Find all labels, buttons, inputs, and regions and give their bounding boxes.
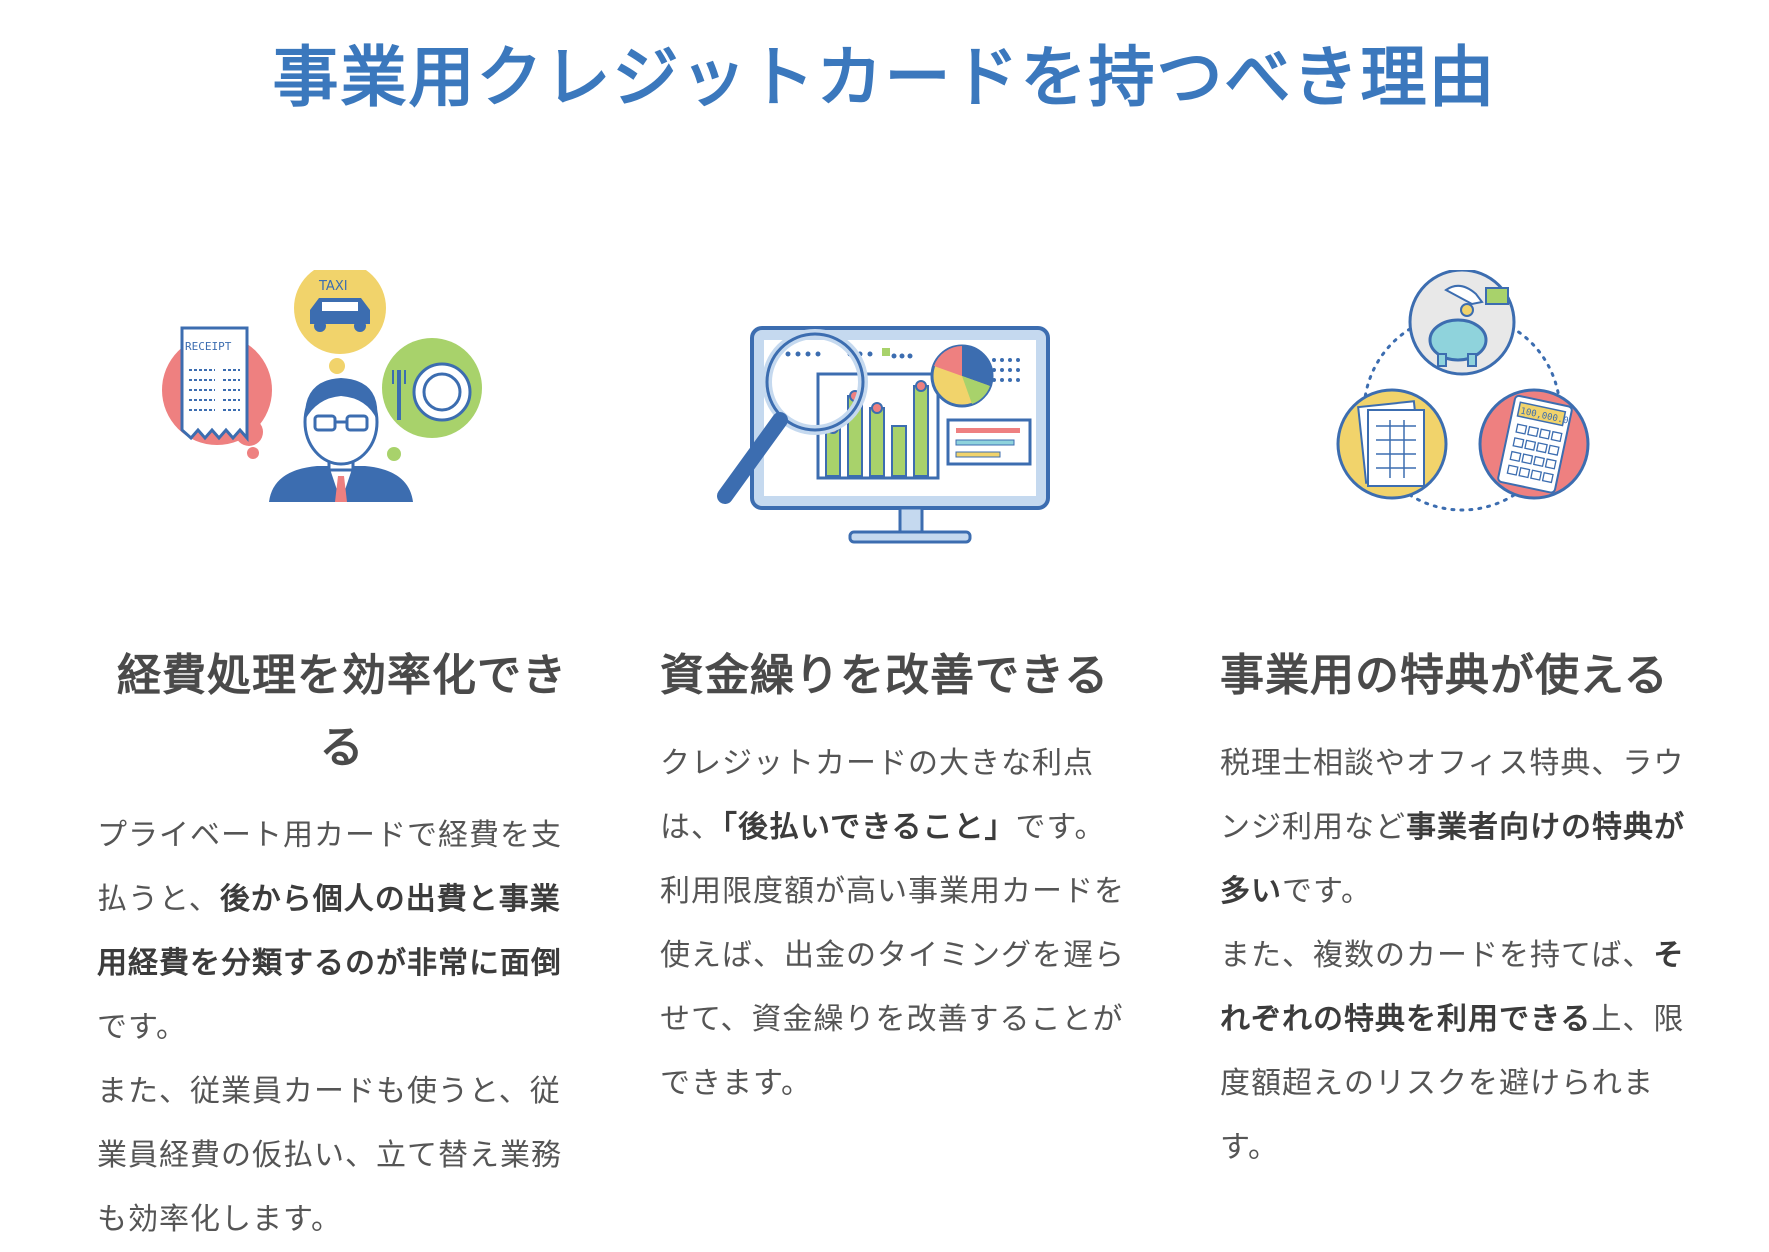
feature-description: 税理士相談やオフィス特典、ラウンジ利用など事業者向けの特典が多いです。 また、複…: [1220, 732, 1710, 1180]
description-paragraph: 利用限度額が高い事業用カードを使えば、出金のタイミングを遅らせて、資金繰りを改善…: [660, 874, 1125, 1101]
receipt-label: RECEIPT: [185, 340, 232, 353]
emphasis-text: 事業者向けの特典が多い: [1220, 810, 1685, 909]
description-paragraph: また、複数のカードを持てば、それぞれの特典を利用できる上、限度額超えのリスクを避…: [1220, 938, 1685, 1165]
benefits-illustration: 100,000.0: [1220, 270, 1710, 590]
monitor-magnifier-chart-icon: [717, 326, 1050, 544]
piggybank-documents-calculator-icon: 100,000.0: [1336, 270, 1590, 512]
emphasis-text: 「後払いできること」: [722, 810, 1016, 845]
expense-illustration: RECEIPT TAXI: [97, 270, 587, 590]
taxi-label: TAXI: [318, 279, 348, 294]
description-paragraph: プライベート用カードで経費を支払うと、後から個人の出費と事業用経費を分類するのが…: [97, 818, 562, 1045]
feature-title: 経費処理を効率化できる: [117, 650, 567, 773]
feature-cashflow: 資金繰りを改善できる クレジットカードの大きな利点は、「後払いできること」です。…: [660, 270, 1150, 1116]
description-paragraph: クレジットカードの大きな利点は、「後払いできること」です。: [660, 746, 1106, 845]
businessman-receipt-taxi-meal-icon: RECEIPT TAXI: [162, 270, 482, 502]
feature-title: 資金繰りを改善できる: [660, 650, 1110, 701]
description-paragraph: また、従業員カードも使うと、従業員経費の仮払い、立て替え業務も効率化します。: [97, 1074, 562, 1237]
feature-description: クレジットカードの大きな利点は、「後払いできること」です。 利用限度額が高い事業…: [660, 732, 1150, 1116]
emphasis-text: それぞれの特典を利用できる: [1220, 938, 1685, 1037]
page-title: 事業用クレジットカードを持つべき理由: [272, 39, 1497, 116]
feature-expense: RECEIPT TAXI: [97, 270, 587, 1252]
feature-title: 事業用の特典が使える: [1220, 650, 1669, 701]
emphasis-text: 後から個人の出費と事業用経費を分類するのが非常に面倒: [97, 882, 562, 981]
cashflow-illustration: [660, 270, 1150, 590]
description-paragraph: 税理士相談やオフィス特典、ラウンジ利用など事業者向けの特典が多いです。: [1220, 746, 1685, 909]
feature-description: プライベート用カードで経費を支払うと、後から個人の出費と事業用経費を分類するのが…: [97, 804, 587, 1252]
feature-benefits: 100,000.0 事業用の特典が使える 税理士相談やオフィス特典、ラウンジ利用…: [1220, 270, 1710, 1180]
